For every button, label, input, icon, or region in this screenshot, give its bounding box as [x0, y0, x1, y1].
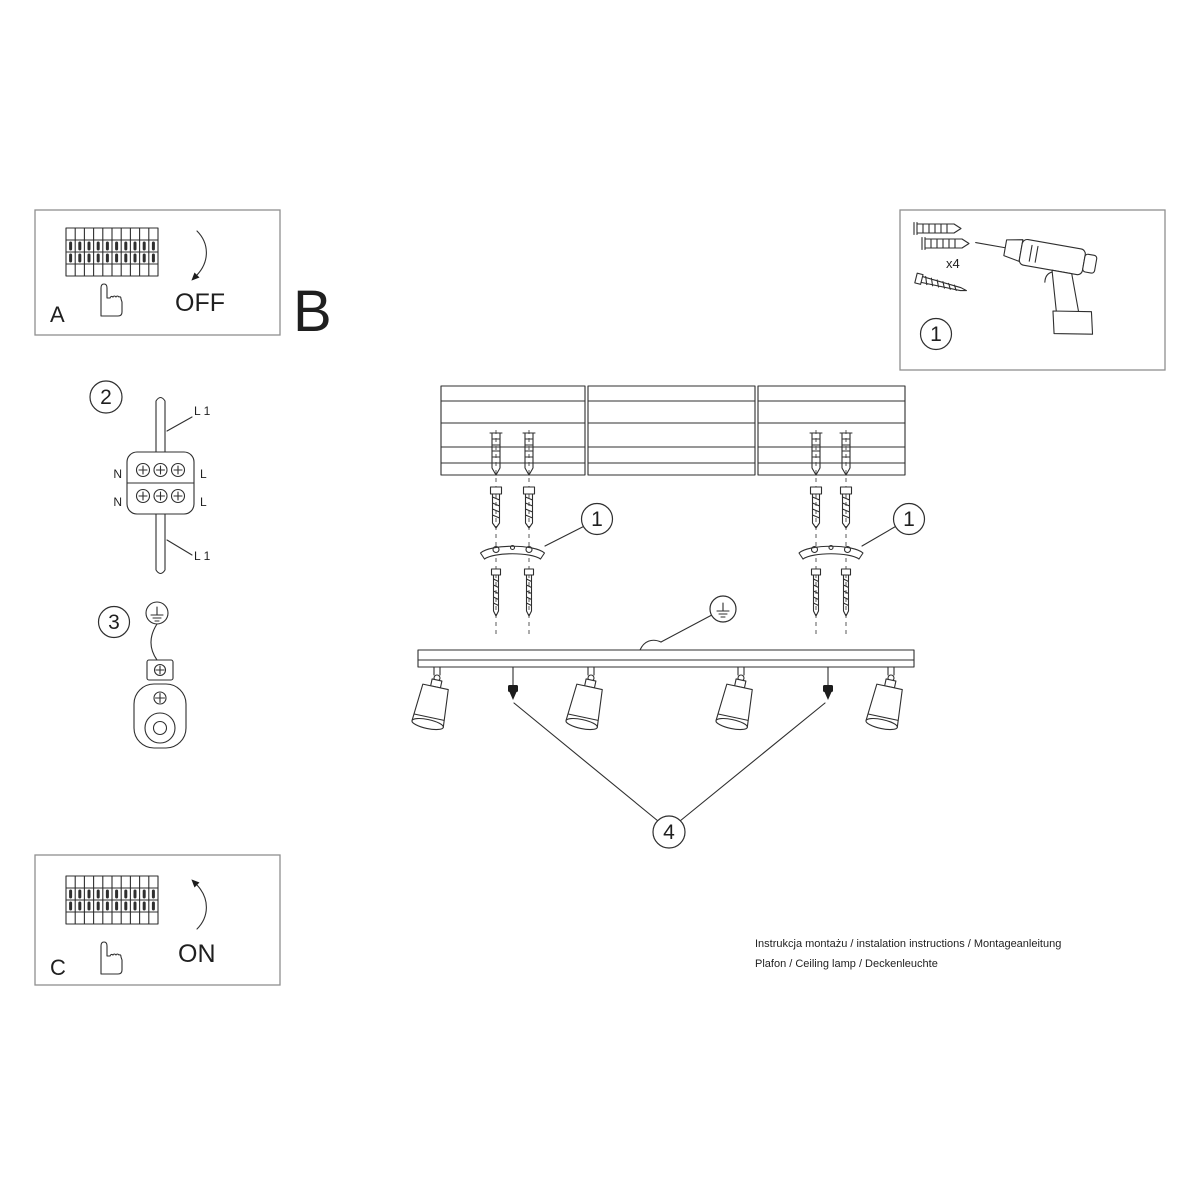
section-b-label: B [293, 279, 332, 344]
step-1-badge: 1 [919, 317, 953, 351]
svg-text:1: 1 [591, 508, 603, 531]
drill-icon [975, 238, 1098, 335]
hand-icon [100, 941, 123, 975]
hardware-box: x4 1 [899, 209, 1166, 371]
step-4-badge: 4 [513, 702, 826, 849]
spotlight-head [714, 666, 758, 733]
screw-icon [914, 272, 969, 296]
off-label: OFF [175, 289, 225, 317]
callout-line-4-left [513, 702, 659, 822]
cord-grip-icon [133, 623, 187, 749]
ground-callout-badge [639, 595, 737, 651]
step-3-badge: 3 [97, 605, 131, 639]
mounting-bracket-icon [798, 544, 864, 560]
footer-line-2: Plafon / Ceiling lamp / Deckenleuchte [755, 958, 938, 970]
off-arrow-icon [191, 230, 207, 281]
wall-plug-icon [921, 236, 970, 251]
spotlight-head [564, 666, 608, 733]
on-arrow-icon [191, 879, 207, 930]
hand-icon [100, 283, 123, 317]
svg-text:2: 2 [100, 386, 112, 409]
section-a-box: OFF A [34, 209, 281, 336]
label-l1-bottom: L 1 [194, 549, 211, 563]
section-c-box: ON C [34, 854, 281, 986]
label-l-top: L [200, 467, 207, 481]
terminal-block-icon [126, 396, 195, 575]
callout-1-right-badge: 1 [861, 502, 926, 547]
svg-text:1: 1 [930, 323, 942, 346]
section-a-label: A [50, 302, 65, 327]
label-n-bottom: N [113, 495, 122, 509]
spotlight-head [410, 666, 454, 733]
svg-text:1: 1 [903, 508, 915, 531]
callout-1-left-badge: 1 [544, 502, 614, 547]
callout-line-4-right [679, 702, 826, 822]
wall-plug-icon [913, 221, 962, 236]
adjustment-knob [822, 666, 834, 701]
spotlight-head [864, 666, 908, 733]
on-label: ON [178, 940, 216, 968]
ground-symbol-icon [145, 601, 169, 625]
label-l1-top: L 1 [194, 404, 211, 418]
footer-line-1: Instrukcja montażu / instalation instruc… [755, 938, 1061, 950]
label-n-top: N [113, 467, 122, 481]
lamp-bar [417, 649, 915, 668]
breaker-panel-icon [64, 874, 160, 926]
anchor-count-label: x4 [946, 256, 960, 271]
label-l-bottom: L [200, 495, 207, 509]
ceiling-panel [440, 385, 906, 476]
section-c-label: C [50, 955, 66, 980]
adjustment-knob [507, 666, 519, 701]
breaker-panel-icon [64, 226, 160, 278]
step-2-badge: 2 [89, 380, 123, 414]
svg-text:3: 3 [108, 611, 120, 634]
mounting-bracket-icon [479, 544, 546, 560]
svg-text:4: 4 [663, 821, 675, 844]
